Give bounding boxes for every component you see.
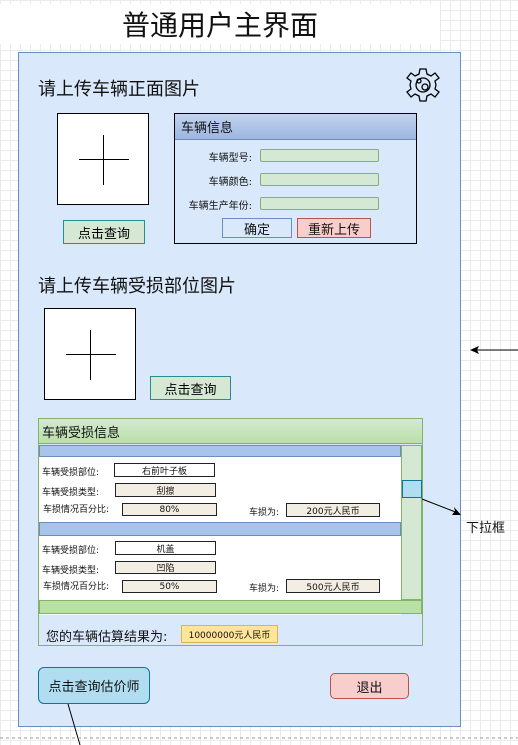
upload-front-heading: 请上传车辆正面图片	[38, 79, 200, 100]
vehicle-color-label: 车辆颜色:	[208, 177, 252, 188]
estimate-value: 10000000元人民币	[181, 625, 278, 643]
plus-icon-v	[90, 330, 91, 380]
damage-part-label: 车辆受损部位:	[42, 546, 100, 556]
plus-icon-v	[103, 135, 104, 185]
damage-type-label: 车辆受损类型:	[42, 566, 100, 576]
damage-image-upload-box[interactable]	[44, 308, 136, 400]
estimate-label: 您的车辆估算结果为:	[46, 630, 168, 645]
upload-damage-heading: 请上传车辆受损部位图片	[38, 276, 236, 297]
damage-type-value: 刮擦	[115, 483, 216, 497]
plus-icon-h	[79, 159, 129, 160]
damage-percent-label: 车损情况百分比:	[43, 505, 110, 515]
settings-gear-icon[interactable]	[402, 66, 444, 104]
damage-query-button[interactable]: 点击查询	[150, 376, 231, 400]
front-query-button[interactable]: 点击查询	[63, 220, 145, 244]
vehicle-year-label: 车辆生产年份:	[188, 201, 252, 212]
damage-part-label: 车辆受损部位:	[42, 468, 100, 478]
reupload-button[interactable]: 重新上传	[297, 218, 371, 238]
exit-button[interactable]: 退出	[330, 673, 409, 699]
loss-value: 200元人民币	[286, 503, 380, 517]
confirm-button[interactable]: 确定	[222, 218, 292, 238]
page-title: 普通用户主界面	[0, 4, 440, 44]
scrollbar-thumb[interactable]	[402, 480, 422, 498]
dropdown-annotation: 下拉框	[466, 521, 506, 536]
loss-value: 500元人民币	[286, 579, 380, 593]
vehicle-model-label: 车辆型号:	[208, 153, 252, 164]
vehicle-year-field[interactable]	[260, 197, 379, 210]
loss-label: 车损为:	[249, 584, 280, 594]
vehicle-color-field[interactable]	[260, 173, 379, 186]
damage-info-title: 车辆受损信息	[39, 419, 422, 444]
list-separator	[39, 445, 401, 457]
list-bottom-bar	[39, 600, 422, 614]
list-separator	[39, 522, 401, 536]
damage-part-value: 右前叶子板	[114, 463, 215, 477]
damage-type-value: 凹陷	[115, 561, 216, 574]
vehicle-info-title: 车辆信息	[175, 114, 416, 140]
damage-percent-value: 50%	[122, 580, 217, 593]
front-image-upload-box[interactable]	[57, 113, 149, 205]
query-appraiser-button[interactable]: 点击查询估价师	[38, 667, 150, 704]
damage-type-label: 车辆受损类型:	[42, 488, 100, 498]
damage-part-value: 机盖	[115, 541, 216, 555]
loss-label: 车损为:	[249, 508, 280, 518]
damage-percent-value: 80%	[122, 503, 217, 516]
damage-percent-label: 车损情况百分比:	[43, 582, 110, 592]
plus-icon-h	[66, 354, 116, 355]
vehicle-model-field[interactable]	[260, 149, 379, 162]
